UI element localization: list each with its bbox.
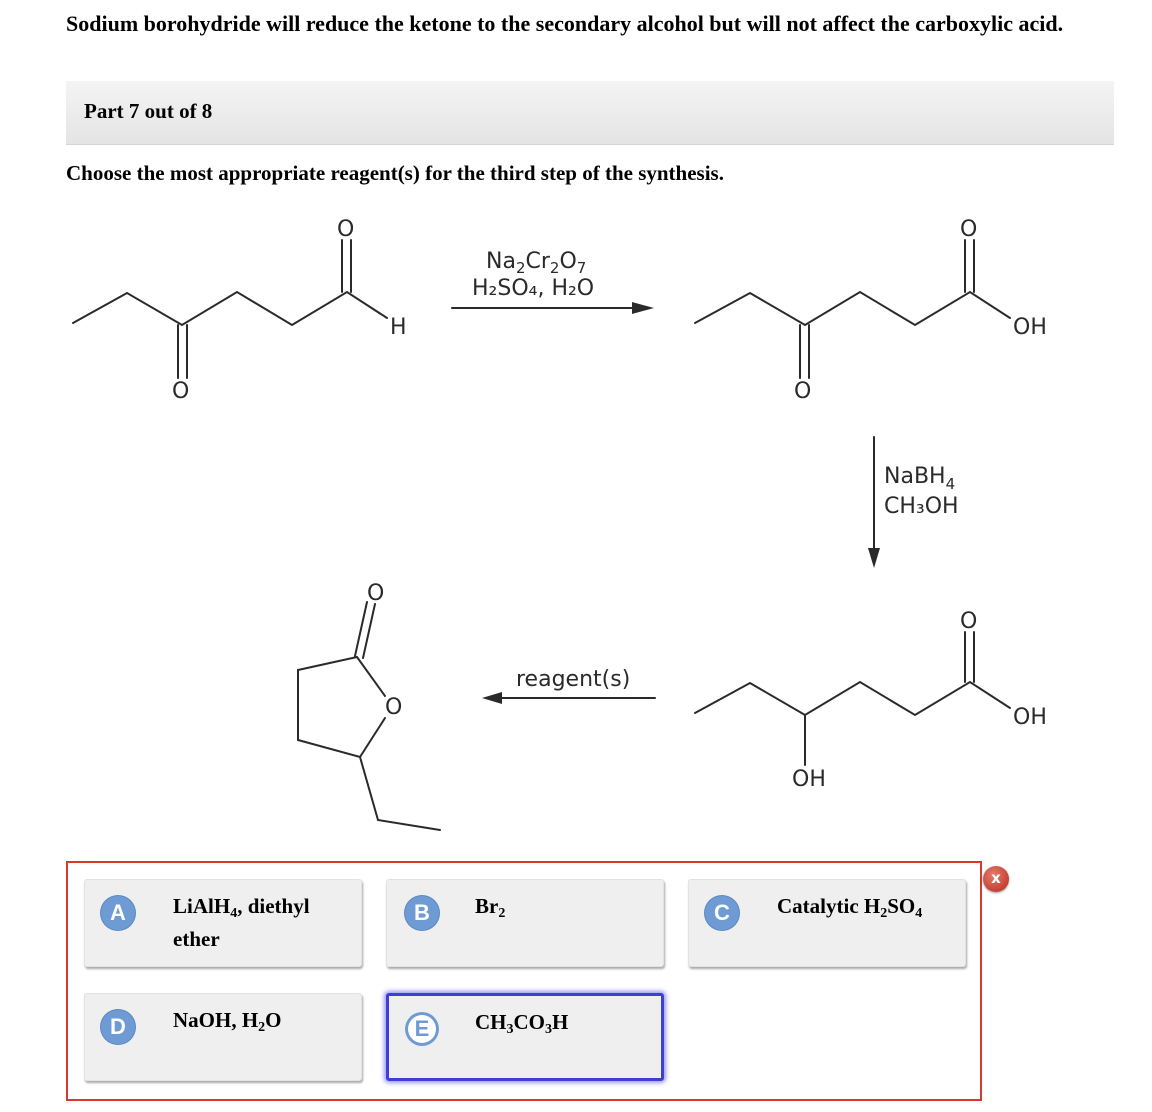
option-b-text: Br2	[475, 894, 506, 921]
reaction-scheme: O H O O OH O O OH OH O O Na2Cr2O7 H₂SO₄,…	[72, 217, 1047, 831]
option-letter-a: A	[101, 896, 135, 930]
atom-label-o: O	[367, 581, 384, 606]
option-a[interactable]: A LiAlH4, diethyl ether	[84, 879, 362, 967]
intro-text: Sodium borohydride will reduce the keton…	[66, 11, 1064, 36]
reagent-ch3oh: CH₃OH	[884, 494, 959, 519]
option-e[interactable]: E CH3CO3H	[386, 993, 664, 1081]
option-letter-b: B	[405, 896, 439, 930]
option-e-text: CH3CO3H	[475, 1010, 569, 1037]
molecule-keto-acid	[694, 239, 1011, 379]
atom-label-o: O	[337, 217, 354, 242]
reagent-na2cr2o7: Na2Cr2O7	[486, 249, 586, 277]
option-c-text: Catalytic H2SO4	[777, 894, 923, 921]
option-d-text: NaOH, H2O	[173, 1008, 282, 1035]
incorrect-x-icon: x	[983, 866, 1009, 892]
molecule-keto-aldehyde	[72, 239, 388, 379]
option-letter-e: E	[405, 1012, 439, 1046]
reagent-placeholder: reagent(s)	[516, 667, 630, 692]
part-label: Part 7 out of 8	[84, 99, 213, 123]
atom-label-oh: OH	[1013, 315, 1047, 340]
question-text: Choose the most appropriate reagent(s) f…	[66, 161, 724, 185]
option-letter-d: D	[101, 1010, 135, 1044]
atom-label-o: O	[794, 379, 811, 404]
answer-choices: A LiAlH4, diethyl ether B Br2 C Catalyti…	[66, 861, 982, 1101]
molecule-hydroxy-acid	[694, 631, 1011, 766]
atom-label-o: O	[960, 609, 977, 634]
atom-label-oh: OH	[1013, 705, 1047, 730]
molecule-lactone	[297, 601, 441, 831]
atom-label-oh: OH	[792, 767, 826, 792]
option-c[interactable]: C Catalytic H2SO4	[688, 879, 966, 967]
option-letter-c: C	[705, 896, 739, 930]
option-b[interactable]: B Br2	[386, 879, 664, 967]
atom-label-o: O	[172, 379, 189, 404]
part-header: Part 7 out of 8	[66, 81, 1114, 145]
atom-label-h: H	[390, 315, 407, 340]
atom-label-o: O	[960, 217, 977, 242]
reagent-h2so4-h2o: H₂SO₄, H₂O	[472, 276, 594, 301]
atom-label-o: O	[385, 695, 402, 720]
option-a-text: LiAlH4, diethyl ether	[173, 894, 310, 951]
option-d[interactable]: D NaOH, H2O	[84, 993, 362, 1081]
reagent-nabh4: NaBH4	[884, 464, 955, 493]
